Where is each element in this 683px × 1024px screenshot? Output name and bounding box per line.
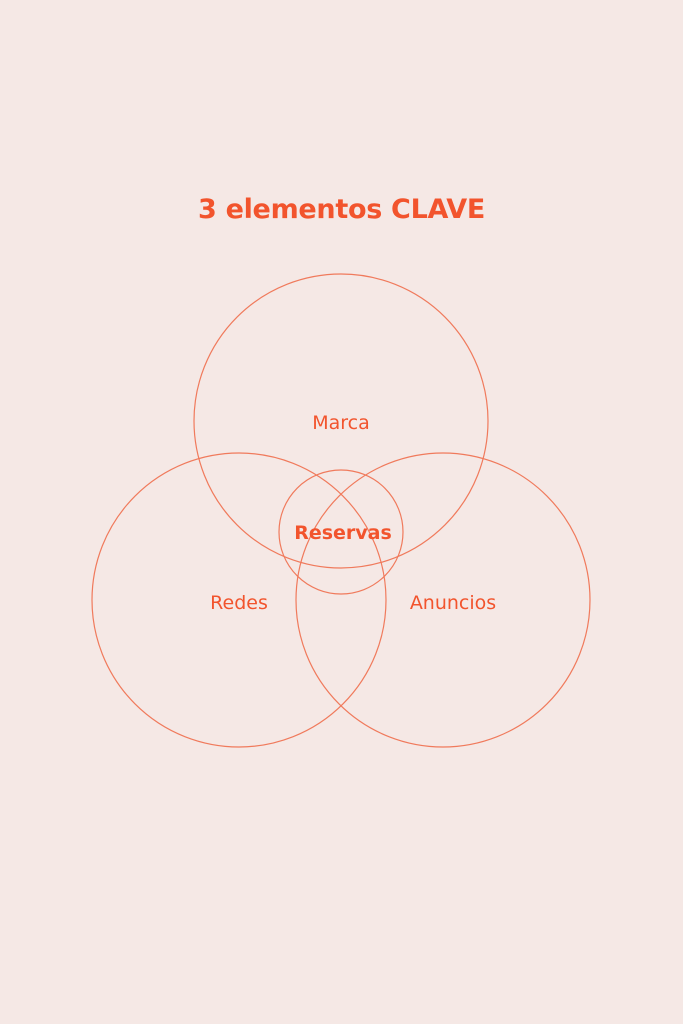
- label-reservas: Reservas: [294, 522, 392, 544]
- circle-anuncios: [295, 452, 591, 748]
- circle-redes: [91, 452, 387, 748]
- diagram-title: 3 elementos CLAVE: [198, 194, 485, 225]
- circle-marca: [193, 273, 489, 569]
- label-anuncios: Anuncios: [410, 592, 496, 614]
- label-marca: Marca: [312, 412, 370, 434]
- circle-reservas: [278, 469, 404, 595]
- label-redes: Redes: [210, 592, 268, 614]
